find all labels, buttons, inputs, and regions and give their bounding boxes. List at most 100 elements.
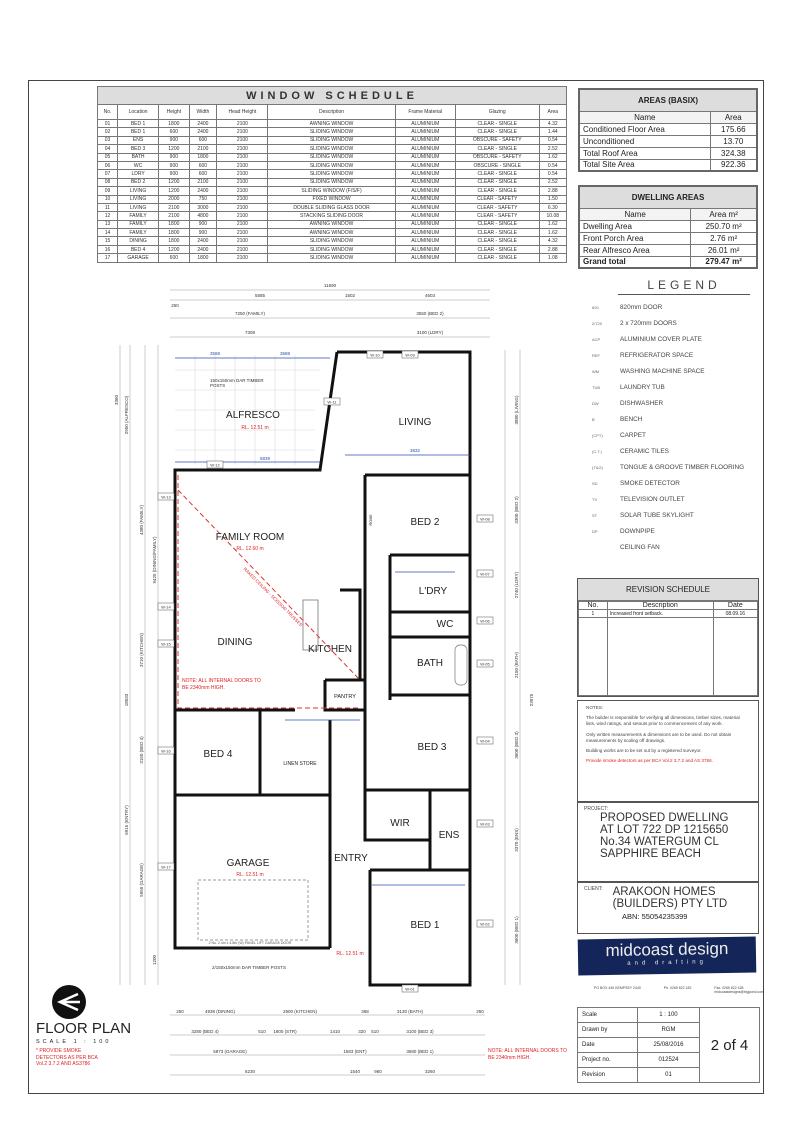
room-label-bed1: BED 1 — [411, 920, 440, 931]
dimension-label: 18033 — [124, 693, 129, 706]
blue-dimension-lines — [175, 357, 470, 886]
legend-label: DOWNPIPE — [620, 527, 655, 535]
drawing-title: FLOOR PLAN — [36, 1020, 132, 1037]
legend-symbol-icon: SD — [592, 480, 598, 486]
window-tag — [401, 350, 419, 359]
project-line: No.34 WATERGUM CL — [600, 836, 719, 848]
alfresco-tiles — [175, 355, 320, 465]
company-contact: PO BOX 440 KEMPSEY 2440 Ph. 0265 622 182… — [594, 986, 764, 994]
window-tag-label: W-01 — [405, 987, 415, 992]
dimension-label: 3260 — [425, 1069, 436, 1074]
window-tag — [157, 492, 175, 501]
window-tag — [476, 736, 494, 745]
smoke-note: Provide smoke detectors as per BCA Vol.2… — [586, 758, 713, 764]
dimension-label: 3360 — [114, 394, 119, 405]
legend-item: (C.T.)CERAMIC TILES — [578, 443, 760, 459]
legend-item: CEILING FAN — [578, 539, 760, 555]
smoke-detector-note: * PROVIDE SMOKE DETECTORS AS PER BCA Vol… — [36, 1048, 98, 1067]
garage-door-note: 2 No. 2.4m x 4.8m (W) PANEL LIFT GARAGE … — [209, 941, 292, 945]
legend-symbol-icon: (C.T.) — [592, 448, 602, 454]
window-tag — [476, 659, 494, 668]
dimension-label: 3280 (BED 4) — [191, 1029, 219, 1034]
legend-label: CEILING FAN — [620, 543, 660, 551]
legend-label: LAUNDRY TUB — [620, 383, 665, 391]
window-tag — [476, 569, 494, 578]
client-line: (BUILDERS) PTY LTD — [612, 898, 728, 910]
revision-schedule-title: REVISION SCHEDULE — [578, 579, 758, 601]
table-cell: 600 — [158, 253, 190, 263]
dimension-label: 5839 — [260, 456, 271, 461]
room-label-entry: ENTRY — [334, 853, 368, 864]
dwelling-areas-title: DWELLING AREAS — [578, 185, 758, 209]
note-2: Only written measurements & dimensions a… — [586, 731, 732, 743]
dimension-label: 6230 — [245, 1069, 256, 1074]
note-1: The builder is responsible for verifying… — [586, 715, 740, 727]
legend-symbol-icon: REF — [592, 352, 600, 358]
company-fax: Fax. 0265 622 428 — [714, 986, 744, 990]
timber-posts-note-bottom: 2/150x150mm DAR TIMBER POSTS — [212, 965, 286, 970]
window-tag-label: W-02 — [480, 922, 490, 927]
window-schedule-title: WINDOW SCHEDULE — [97, 86, 567, 105]
room-label-linen: LINEN STORE — [283, 761, 317, 767]
room-label-ens: ENS — [439, 830, 460, 841]
legend-symbol-icon: B — [592, 416, 595, 422]
dimension-label: 7250 (FAMILY) — [235, 311, 265, 316]
dimension-label: 4938 (DINING) — [205, 1009, 236, 1014]
window-tag — [323, 397, 341, 406]
bathtub — [454, 644, 468, 686]
dimension-label: 3710 (KITCHEN) — [139, 632, 144, 667]
dimension-label: 3130 (BATH) — [397, 1009, 423, 1014]
dimension-label: 3600 (BED 1) — [514, 916, 519, 944]
dimension-label: 3588 — [280, 351, 291, 356]
window-tag-label: W-07 — [480, 572, 490, 577]
legend-symbol-icon: DW — [592, 400, 599, 406]
drawing-title-block: FLOOR PLAN SCALE 1 : 100 * PROVIDE SMOKE… — [36, 1020, 131, 1068]
level-porch: RL. 12.51 m — [336, 951, 363, 957]
dimension-label: 250 — [476, 1009, 484, 1014]
column-header: Area — [709, 110, 758, 124]
drawing-scale: SCALE 1 : 100 — [36, 1039, 112, 1045]
room-label-ldry: L'DRY — [419, 586, 448, 597]
table-cell: ALUMINIUM — [394, 253, 456, 263]
legend-title: LEGEND — [618, 278, 750, 295]
window-tag-label: W-05 — [480, 662, 490, 667]
legend-label: SMOKE DETECTOR — [620, 479, 680, 487]
window-tag — [366, 350, 384, 359]
window-tag — [206, 460, 224, 469]
company-po: PO BOX 440 KEMPSEY 2440 — [594, 986, 641, 990]
walls — [173, 350, 472, 987]
dimension-label: 3600 (BED 3) — [514, 731, 519, 759]
project-line: PROPOSED DWELLING — [600, 812, 729, 824]
dimension-label: 960 — [374, 1069, 382, 1074]
legend-label: REFRIGERATOR SPACE — [620, 351, 694, 359]
room-label-wc: WC — [437, 619, 454, 630]
column-header: Area — [538, 104, 568, 120]
client-label: CLIENT: — [584, 886, 603, 892]
dimension-label: 368 — [361, 1009, 369, 1014]
dimension-label: 5585 — [255, 293, 266, 298]
dimension-label: 23075 — [529, 693, 534, 706]
dimension-label: 3550 (BED 2) — [416, 311, 444, 316]
window-tag-label: W-04 — [480, 739, 490, 744]
room-label-family: FAMILY ROOM — [216, 532, 285, 543]
window-tag-label: W-13 — [161, 495, 171, 500]
legend-item: (CPT)CARPET — [578, 427, 760, 443]
north-arrow-icon — [52, 985, 86, 1019]
area-value: 922.36 — [709, 158, 758, 172]
dimension-label: 4380 (FAMILY) — [139, 505, 144, 535]
legend-symbol-icon: (CPT) — [592, 432, 603, 438]
legend-label: TONGUE & GROOVE TIMBER FLOORING — [620, 463, 745, 471]
legend-symbol-icon: WM — [592, 368, 600, 374]
